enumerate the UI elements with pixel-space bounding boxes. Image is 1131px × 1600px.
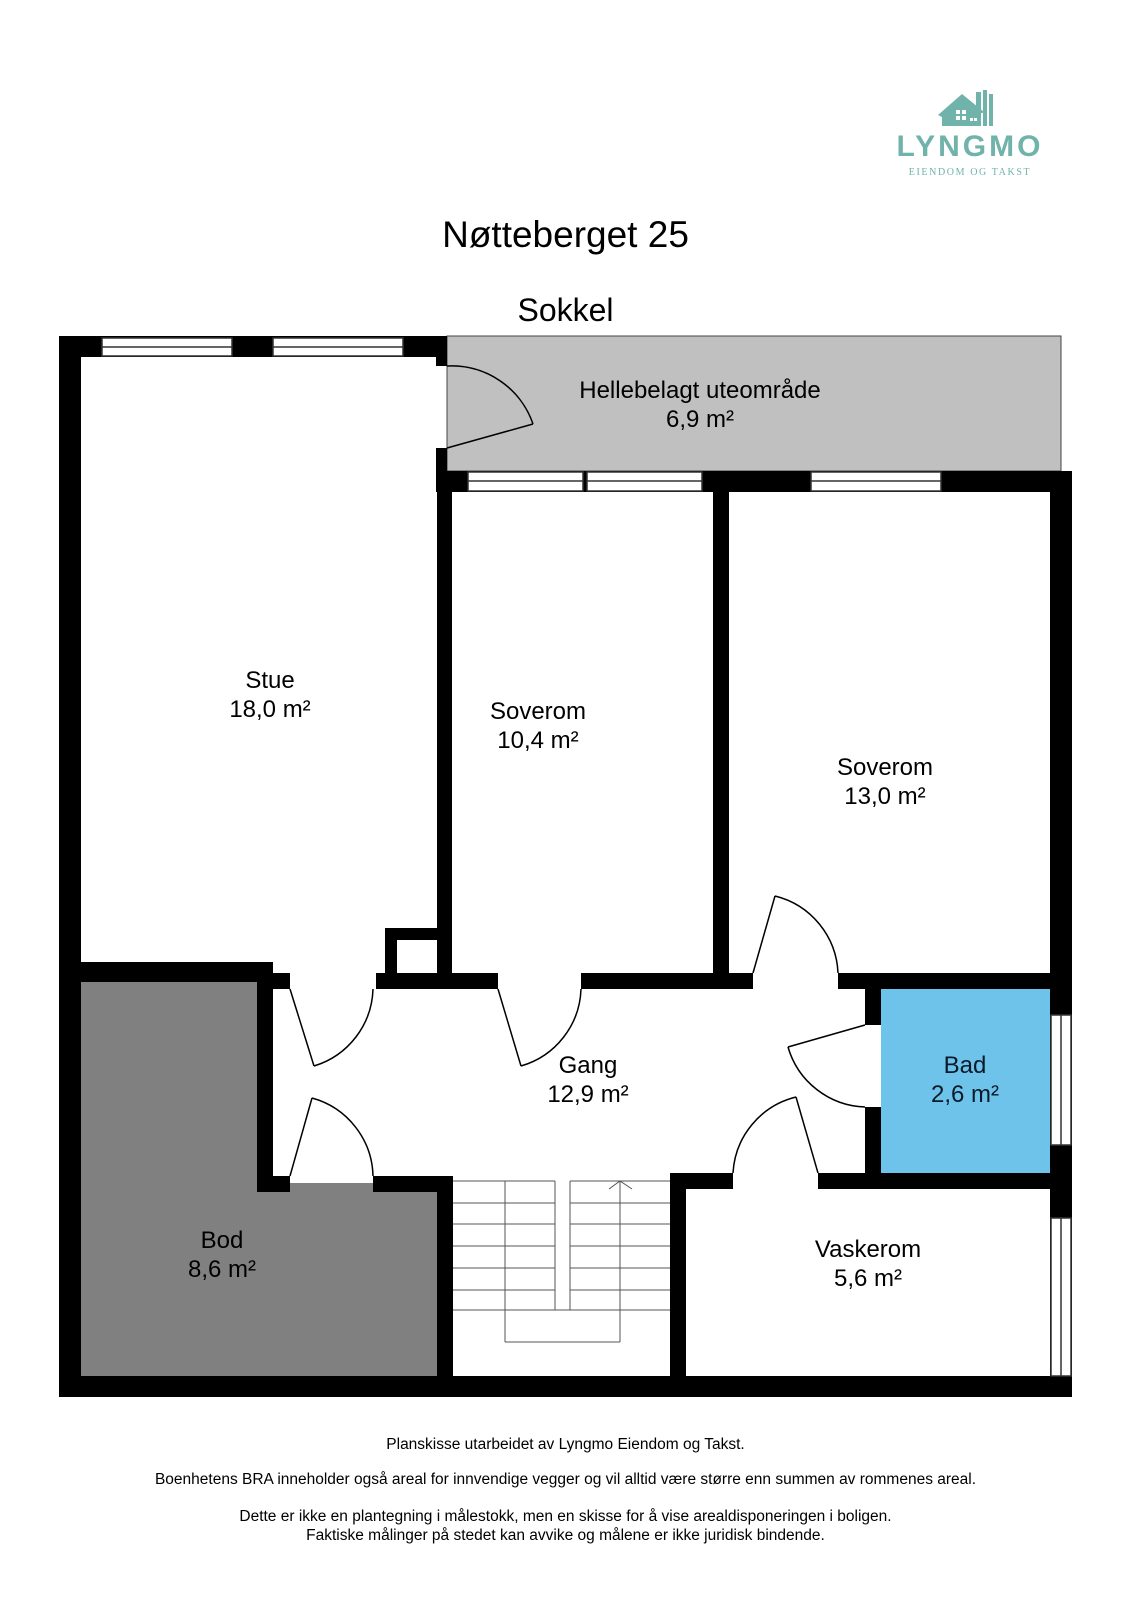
room-area: 12,9 m²	[547, 1081, 629, 1108]
footer-disclaimer-1: Dette er ikke en plantegning i målestokk…	[239, 1508, 892, 1525]
house-building-icon	[938, 90, 993, 126]
room-area: 6,9 m²	[665, 406, 734, 433]
room-label-gang: Gang 12,9 m²	[547, 1051, 628, 1109]
room-area: 2,6 m²	[930, 1081, 1000, 1108]
windows	[101, 337, 1072, 1377]
room-name: Hellebelagt uteområde	[579, 377, 821, 404]
page-title: Nøtteberget 25	[442, 214, 689, 255]
outdoor-area-fill	[446, 335, 1062, 472]
room-name: Soverom	[489, 698, 587, 725]
room-area: 18,0 m²	[229, 696, 311, 723]
room-label-outdoor: Hellebelagt uteområde 6,9 m²	[579, 376, 821, 434]
logo-tagline: EIENDOM OG TAKST	[908, 167, 1032, 178]
room-area: 13,0 m²	[844, 783, 926, 810]
room-name: Bad	[943, 1052, 987, 1079]
room-label-vaskerom: Vaskerom 5,6 m²	[815, 1235, 921, 1293]
room-name: Soverom	[836, 754, 934, 781]
logo-wordmark: LYNGMO	[896, 130, 1044, 163]
bathroom-fill	[881, 989, 1050, 1173]
room-area: 5,6 m²	[833, 1265, 903, 1292]
room-name: Gang	[558, 1052, 618, 1079]
room-label-soverom-2: Soverom 13,0 m²	[837, 753, 933, 811]
storage-fill	[81, 982, 257, 1377]
room-label-bod: Bod 8,6 m²	[188, 1226, 256, 1284]
room-label-soverom-1: Soverom 10,4 m²	[490, 697, 586, 755]
storage-fill-lower	[257, 1183, 437, 1377]
doors	[289, 365, 866, 1177]
room-name: Bod	[200, 1227, 244, 1254]
footer-disclaimer-2: Faktiske målinger på stedet kan avvike o…	[306, 1527, 825, 1544]
floor-label: Sokkel	[517, 292, 614, 328]
room-label-stue: Stue 18,0 m²	[229, 666, 310, 724]
room-name: Stue	[245, 667, 295, 694]
room-area: 10,4 m²	[497, 727, 579, 754]
room-label-bad: Bad 2,6 m²	[931, 1051, 999, 1109]
room-name: Vaskerom	[814, 1236, 922, 1263]
staircase	[453, 1180, 670, 1343]
footer-credit: Planskisse utarbeidet av Lyngmo Eiendom …	[386, 1436, 745, 1453]
company-logo: LYNGMO EIENDOM OG TAKST	[880, 88, 1060, 188]
footer-bra-note: Boenhetens BRA inneholder også areal for…	[154, 1471, 977, 1488]
room-area: 8,6 m²	[187, 1256, 257, 1283]
